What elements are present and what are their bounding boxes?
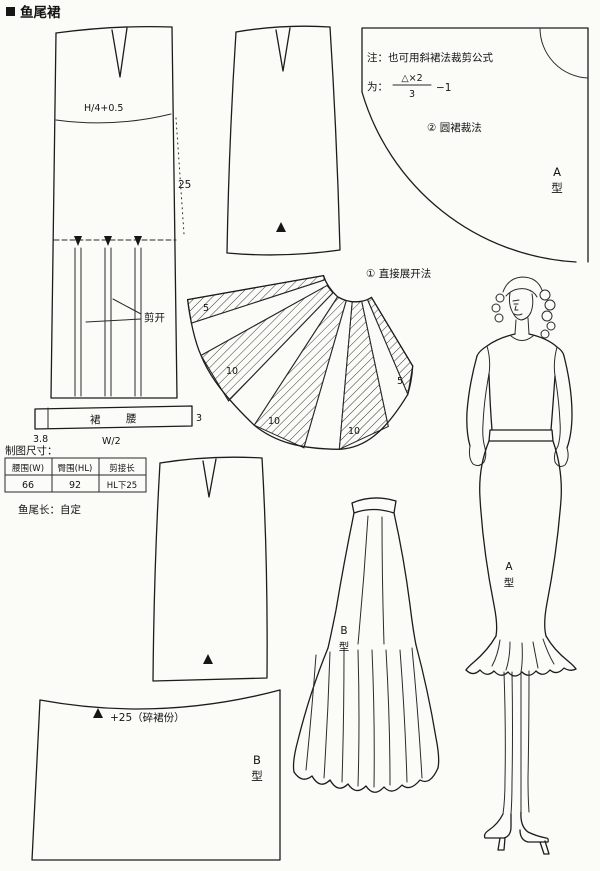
legs <box>502 670 530 815</box>
waistband-piece: 裙 腰 3.8 W/2 3 <box>33 405 202 447</box>
gathered-top-curve <box>39 689 281 710</box>
fringe <box>505 288 538 298</box>
slash-lines <box>74 247 142 397</box>
dart <box>275 27 291 72</box>
gap-width-label: 10 <box>348 426 360 437</box>
col-header-waist: 腰围(W) <box>12 464 44 474</box>
value-cutlen: HL下25 <box>107 481 137 491</box>
page-title: 鱼尾裙 <box>6 4 61 21</box>
note-line1: 注：也可用斜裙法裁剪公式 <box>367 51 493 64</box>
cut-arrow <box>104 236 112 246</box>
left-arm <box>466 355 478 447</box>
gather-folds <box>305 647 423 788</box>
cut-arrow <box>134 236 142 246</box>
figure-waistband <box>488 429 554 442</box>
ruffle-hem <box>293 767 439 793</box>
gap-width-label: 10 <box>268 416 280 427</box>
title-bullet-icon <box>6 7 15 16</box>
length-25-label: 25 <box>178 179 191 191</box>
skirt-b-illustration: B 型 <box>292 497 440 793</box>
value-hip: 92 <box>69 480 81 491</box>
neckline <box>510 335 534 341</box>
gap-width-label: 10 <box>226 366 238 377</box>
face-features <box>512 299 523 316</box>
hip-dimension-label: H/4+0.5 <box>84 103 123 114</box>
face <box>508 292 534 321</box>
circle-method-caption: ② 圆裙裁法 <box>427 121 482 134</box>
drape-lines <box>357 515 385 645</box>
formula-numerator: △×2 <box>401 73 422 84</box>
dart <box>202 458 217 498</box>
waistband-label-left: 裙 <box>90 413 101 426</box>
hip-line <box>55 113 172 124</box>
fan-waist-arc <box>322 274 373 303</box>
grain-triangle <box>93 708 103 718</box>
flounce-folds <box>491 638 555 673</box>
col-header-cutlen: 剪接长 <box>109 463 135 474</box>
fishtail-length-note: 鱼尾长：自定 <box>18 503 81 516</box>
dart <box>111 27 128 78</box>
skirt-b-type-char2: 型 <box>339 640 350 653</box>
right-hand <box>553 445 569 467</box>
gap-width-label: 5 <box>203 303 209 314</box>
formula-denominator: 3 <box>409 89 415 100</box>
waistband-label-right: 腰 <box>126 413 137 425</box>
flounce-piece-b: +25（碎裙份） B 型 <box>31 689 281 861</box>
value-waist: 66 <box>22 480 34 491</box>
pattern-piece-basic-panel <box>226 25 341 256</box>
cut-open-leaders <box>85 298 142 323</box>
hair <box>502 276 543 293</box>
waist-arc <box>539 27 589 79</box>
gap-width-label: 5 <box>397 376 403 387</box>
fan-caption: ① 直接展开法 <box>366 267 431 280</box>
cut-open-label: 剪开 <box>144 311 165 324</box>
figure-type-char1: A <box>505 561 513 573</box>
pattern-piece-lower-panel <box>152 456 268 682</box>
type-a-label-char2: 型 <box>551 181 563 195</box>
circle-skirt-method: 注：也可用斜裙法裁剪公式 为： △×2 3 −1 ② 圆裙裁法 A 型 <box>361 27 589 263</box>
hem-arc <box>361 91 577 263</box>
fishtail-hem <box>465 667 577 677</box>
type-a-label-char1: A <box>553 165 561 179</box>
col-header-hip: 臀围(HL) <box>58 464 93 474</box>
type-b-label-char2: 型 <box>251 769 263 783</box>
formula-tail: −1 <box>436 82 451 94</box>
armholes <box>486 345 558 377</box>
right-shoe <box>519 811 549 843</box>
waistband-width-left: 3.8 <box>33 434 48 445</box>
waistband-height: 3 <box>196 413 202 424</box>
left-hand <box>468 445 487 467</box>
waistband-width-center: W/2 <box>102 436 121 447</box>
waistband <box>351 497 397 514</box>
grain-triangle <box>203 654 213 664</box>
figure-type-char2: 型 <box>504 576 515 589</box>
flounce-allowance-label: +25（碎裙份） <box>110 711 185 724</box>
type-b-label-char1: B <box>253 753 261 767</box>
grain-triangle <box>276 222 286 232</box>
size-table-title: 制图尺寸： <box>5 444 58 457</box>
right-arm <box>563 355 573 449</box>
pattern-piece-slashed-panel: H/4+0.5 25 剪开 <box>50 25 191 399</box>
slash-spread-fan: ① 直接展开法 5 10 10 10 5 <box>186 267 431 451</box>
size-table: 制图尺寸： 腰围(W) 臀围(HL) 剪接长 66 92 HL下25 鱼尾长：自… <box>4 444 147 516</box>
fashion-figure: A 型 <box>465 276 577 855</box>
left-shoe <box>483 813 512 839</box>
note-line2: 为： <box>367 81 388 93</box>
page-title-text: 鱼尾裙 <box>20 4 61 21</box>
fan-rays <box>190 279 409 450</box>
cut-arrow <box>74 236 82 246</box>
skirt-b-type-char1: B <box>340 625 347 637</box>
